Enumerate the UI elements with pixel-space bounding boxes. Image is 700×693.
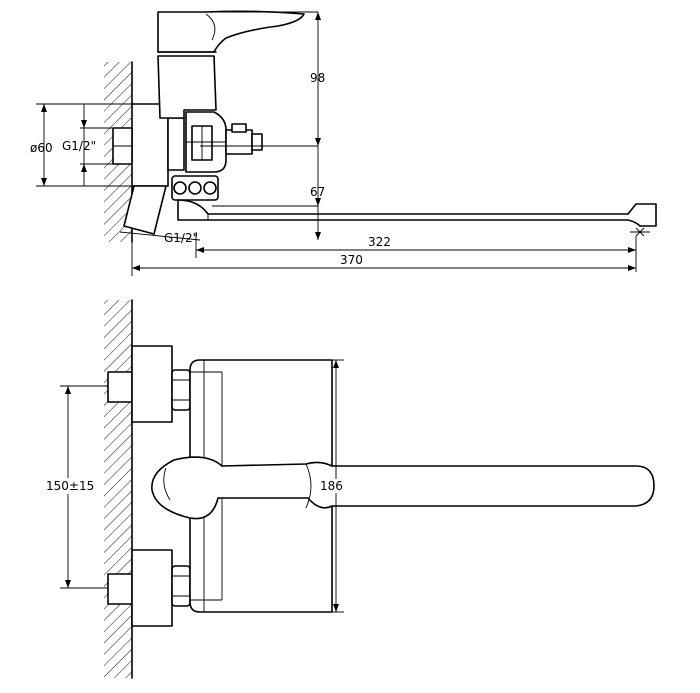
dim-height-top: 98 (310, 12, 325, 146)
nut-lower (171, 565, 191, 607)
spout (177, 199, 657, 227)
top-view: 150±15 186 (44, 299, 655, 679)
dim-thread-inlet: G1/2" (62, 104, 113, 186)
dim-label-diameter: ø60 (30, 141, 53, 155)
dim-label-67: 67 (310, 185, 325, 199)
spout-top (151, 456, 655, 520)
diverter-knob-cap (251, 133, 263, 151)
dim-height-spout: 67 (310, 146, 325, 240)
dim-label-inlet-spacing: 150±15 (46, 479, 94, 493)
connector (167, 117, 185, 171)
dim-label-thread-outlet: G1/2" (164, 231, 198, 245)
dim-diameter: ø60 (30, 103, 132, 187)
dim-label-thread-inlet: G1/2" (62, 139, 96, 153)
dim-label-98: 98 (310, 71, 325, 85)
dim-body-width: 186 (318, 359, 348, 613)
mixer-body (157, 55, 217, 119)
dim-label-322: 322 (368, 235, 391, 249)
dim-thread-outlet: G1/2" (119, 231, 201, 245)
dim-spout-reach: 322 (195, 232, 637, 272)
eccentric-lower (107, 573, 133, 605)
nut-upper (171, 369, 191, 411)
dim-inlet-spacing: 150±15 (44, 385, 108, 589)
shower-outlet (123, 185, 167, 235)
dim-label-370: 370 (340, 253, 363, 267)
dim-overall-length: 370 (131, 242, 636, 276)
dim-label-186: 186 (320, 479, 343, 493)
flange-lower (131, 549, 173, 627)
diverter-button (225, 129, 253, 155)
lever-handle (157, 10, 305, 53)
flange-upper (131, 345, 173, 423)
side-view: 98 67 ø60 G1/2" (30, 10, 657, 276)
wall-section-bottom (104, 300, 132, 678)
eccentric-upper (107, 371, 133, 403)
